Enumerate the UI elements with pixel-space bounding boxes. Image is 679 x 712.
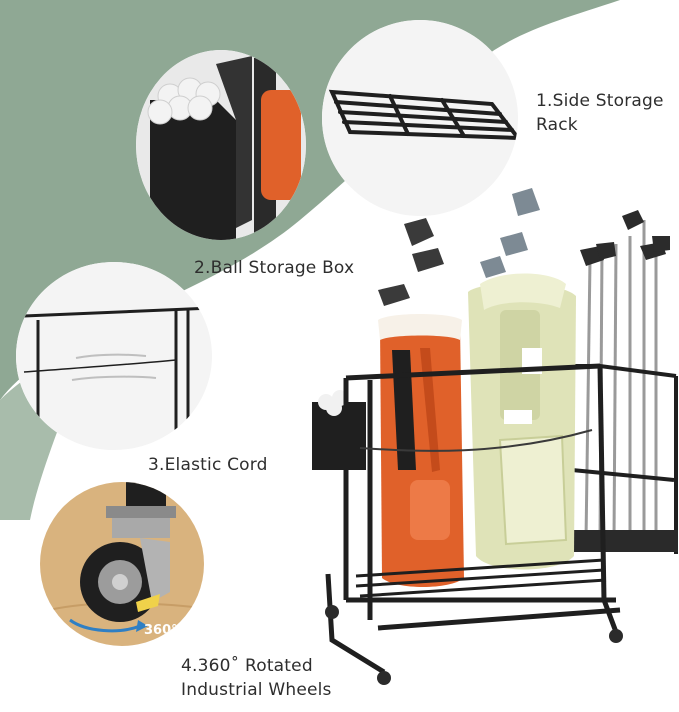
elastic-cord-detail: [16, 262, 212, 450]
caster-wheel-icon: 360°: [40, 482, 204, 646]
feature-label-wheels-line2: Industrial Wheels: [181, 680, 332, 700]
feature-label-elastic-cord: 3.Elastic Cord: [148, 455, 268, 475]
ball-box-icon: [136, 50, 306, 240]
elastic-cord-icon: [16, 262, 212, 450]
side-storage-rack-detail: [322, 20, 518, 216]
feature-label-wheels-line1: 4.360˚ Rotated: [181, 656, 313, 676]
caster-wheel-detail: 360°: [40, 482, 204, 646]
golf-rack-illustration: [312, 188, 678, 685]
feature-label-ball-box: 2.Ball Storage Box: [194, 258, 355, 278]
feature-label-side-rack-line2: Rack: [536, 115, 578, 135]
feature-label-side-rack-line1: 1.Side Storage: [536, 91, 664, 111]
feature-label-wheels: 4.360˚ Rotated Industrial Wheels: [181, 654, 332, 702]
golf-bag-rack-product: [300, 180, 679, 712]
feature-label-side-rack: 1.Side Storage Rack: [536, 89, 664, 137]
ball-storage-box-detail: [136, 50, 306, 240]
side-rack-grid-icon: [322, 20, 518, 216]
